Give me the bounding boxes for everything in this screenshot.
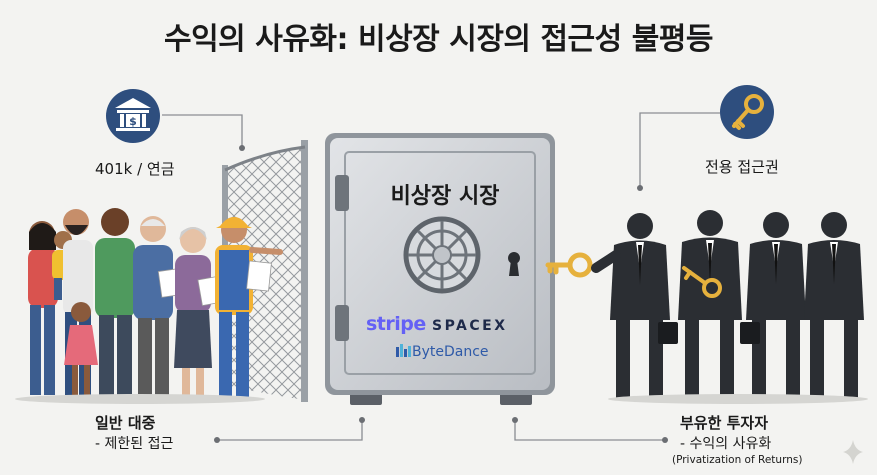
investors-sublabel: - 수익의 사유화 xyxy=(680,436,772,452)
sparkle-icon xyxy=(843,440,863,464)
golden-key-held xyxy=(682,266,722,298)
investor-3 xyxy=(740,212,806,398)
investors-label: 부유한 투자자 xyxy=(680,414,769,432)
investors-note: (Privatization of Returns) xyxy=(672,454,803,466)
investor-1 xyxy=(591,213,678,398)
page-title: 수익의 사유화: 비상장 시장의 접근성 불평등 xyxy=(163,22,714,57)
exclusive-access-label: 전용 접근권 xyxy=(705,158,779,176)
svg-text:$: $ xyxy=(129,115,137,128)
pension-label: 401k / 연금 xyxy=(95,160,175,178)
investor-connector xyxy=(514,420,665,441)
key-connector xyxy=(639,112,720,186)
public-connector xyxy=(217,420,363,441)
bytedance-logo-mark xyxy=(396,344,411,357)
investor-4 xyxy=(804,212,864,398)
investor-2 xyxy=(678,210,742,398)
bytedance-logo: ByteDance xyxy=(412,344,489,360)
public-sublabel: - 제한된 접근 xyxy=(95,436,174,452)
person-girl-pink xyxy=(64,302,98,397)
pension-connector xyxy=(162,114,243,148)
connector-lines xyxy=(162,112,720,443)
spacex-logo: SPACEX xyxy=(432,318,508,334)
investors-illustration xyxy=(591,210,868,404)
key-icon xyxy=(720,85,774,139)
person-construction-worker xyxy=(215,217,283,397)
bank-icon: $ xyxy=(106,89,160,143)
public-label: 일반 대중 xyxy=(95,414,156,432)
vault-safe xyxy=(325,133,555,405)
person-man-green xyxy=(95,208,135,400)
vault-dial xyxy=(403,216,481,294)
stripe-logo: stripe xyxy=(366,313,426,335)
person-elderly-man xyxy=(133,216,183,398)
person-woman-red xyxy=(28,221,58,395)
golden-key-inserted xyxy=(545,252,593,278)
person-elderly-woman xyxy=(174,227,223,398)
vault-title: 비상장 시장 xyxy=(390,184,500,209)
keyhole-icon xyxy=(508,252,520,276)
crowd-illustration xyxy=(15,208,283,404)
